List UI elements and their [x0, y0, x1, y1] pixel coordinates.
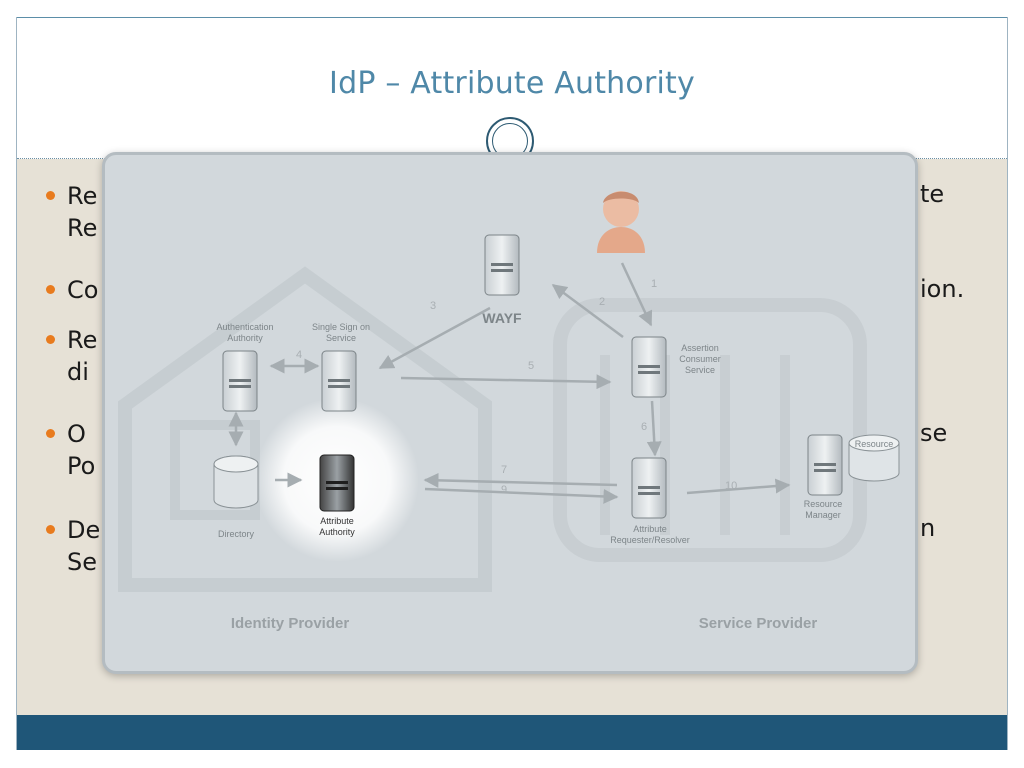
step-label-6: 6	[641, 421, 647, 433]
bullet-5-line2: Se	[67, 548, 97, 576]
step-label-1: 1	[651, 278, 657, 290]
step-label-7: 7	[501, 464, 507, 476]
step-label-10: 10	[725, 480, 737, 492]
diagram-overlay: 4 3 5 2 1 6 7 9 10 WAYF Authentic	[102, 152, 918, 674]
diagram-connectors	[228, 262, 791, 504]
wayf-server-icon	[484, 234, 520, 296]
assertion-consumer-server-icon	[631, 336, 667, 398]
wayf-label: WAYF	[482, 310, 522, 326]
bullet-4-right: se	[920, 419, 948, 447]
single-sign-on-server-icon	[321, 350, 357, 412]
identity-provider-label: Identity Provider	[231, 615, 350, 632]
bullet-3: Re	[46, 324, 97, 356]
federation-diagram: 4 3 5 2 1 6 7 9 10 WAYF Authentic	[118, 191, 900, 632]
attribute-authority-server-icon	[319, 454, 355, 512]
resource-label: Resource	[855, 439, 894, 449]
bullet-dot-icon	[46, 334, 55, 344]
resource-database-icon	[848, 434, 900, 482]
attribute-requester-server-icon	[631, 457, 667, 519]
bullet-1: Re	[46, 180, 97, 212]
footer-bar	[17, 715, 1007, 750]
bullet-5: De	[46, 514, 100, 546]
step-label-5: 5	[528, 360, 534, 372]
bullet-dot-icon	[46, 524, 55, 534]
bullet-1-right: te	[920, 180, 945, 208]
bullet-4: O	[46, 418, 86, 450]
step-label-9: 9	[501, 484, 507, 496]
bullet-2-right: ion.	[920, 275, 965, 303]
directory-database-icon	[213, 455, 259, 509]
bullet-5-right: n	[920, 514, 936, 542]
slide-title: IdP – Attribute Authority	[329, 66, 695, 101]
step-label-2: 2	[599, 296, 605, 308]
bullet-dot-icon	[46, 190, 55, 200]
user-icon	[597, 191, 645, 253]
step-labels: 4 3 5 2 1 6 7 9 10	[296, 278, 737, 496]
authentication-authority-server-icon	[222, 350, 258, 412]
bullet-dot-icon	[46, 428, 55, 438]
bullet-2: Co	[46, 274, 98, 306]
resource-manager-server-icon	[807, 434, 843, 496]
bullet-dot-icon	[46, 284, 55, 294]
bullet-4-line2: Po	[67, 452, 96, 480]
bullet-3-line2: di	[67, 358, 89, 386]
bullet-1-line2: Re	[67, 214, 98, 242]
directory-label: Directory	[218, 529, 255, 539]
service-provider-label: Service Provider	[699, 615, 818, 632]
step-label-4: 4	[296, 349, 302, 361]
step-label-3: 3	[430, 300, 436, 312]
